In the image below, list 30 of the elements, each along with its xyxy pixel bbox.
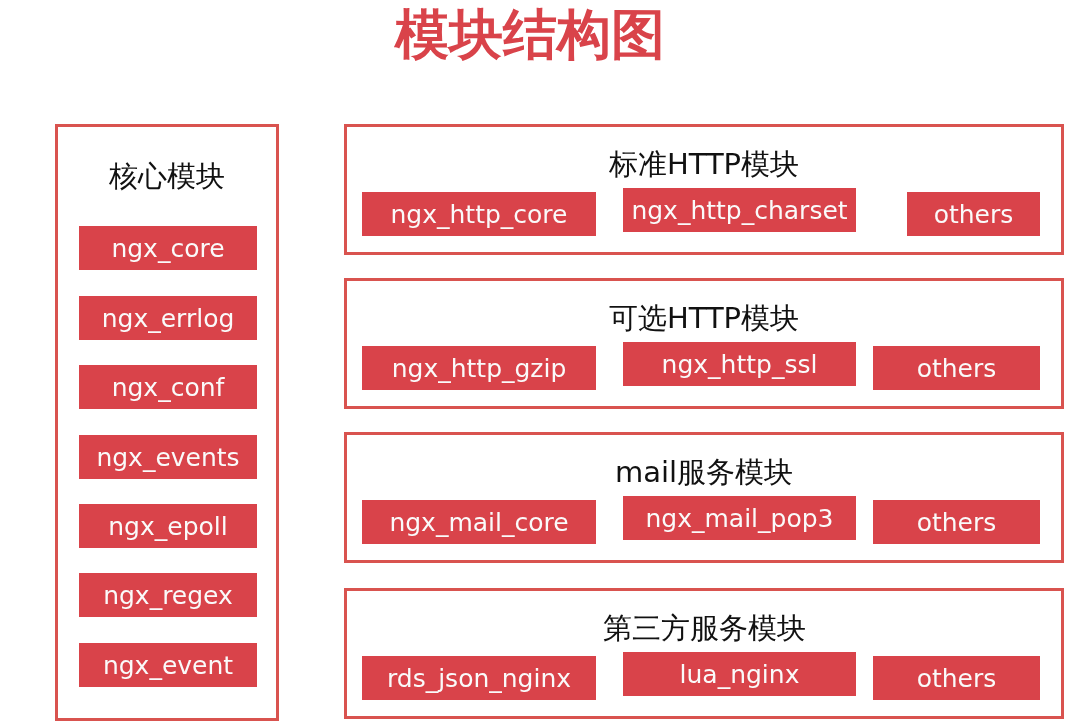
module-label: ngx_http_ssl [623, 342, 856, 386]
module-label: ngx_mail_core [362, 500, 596, 544]
module-label: others [907, 192, 1040, 236]
module-group-panel [344, 588, 1064, 719]
module-label: ngx_mail_pop3 [623, 496, 856, 540]
module-label: ngx_http_gzip [362, 346, 596, 390]
module-group-panel [344, 278, 1064, 409]
module-label: ngx_regex [79, 573, 257, 617]
module-label: ngx_errlog [79, 296, 257, 340]
group-heading: mail服务模块 [613, 454, 795, 491]
group-heading: 核心模块 [108, 158, 226, 195]
group-heading: 第三方服务模块 [601, 610, 807, 647]
diagram-title: 模块结构图 [393, 2, 666, 68]
module-label: others [873, 346, 1040, 390]
module-group-panel [55, 124, 279, 721]
module-label: ngx_event [79, 643, 257, 687]
module-label: ngx_http_charset [623, 188, 856, 232]
module-label: ngx_http_core [362, 192, 596, 236]
module-group-panel [344, 124, 1064, 255]
module-label: rds_json_nginx [362, 656, 596, 700]
module-label: ngx_conf [79, 365, 257, 409]
module-label: ngx_epoll [79, 504, 257, 548]
module-group-panel [344, 432, 1064, 563]
module-label: lua_nginx [623, 652, 856, 696]
module-label: others [873, 500, 1040, 544]
group-heading: 标准HTTP模块 [607, 146, 801, 183]
module-label: ngx_events [79, 435, 257, 479]
group-heading: 可选HTTP模块 [607, 300, 801, 337]
module-label: others [873, 656, 1040, 700]
module-label: ngx_core [79, 226, 257, 270]
